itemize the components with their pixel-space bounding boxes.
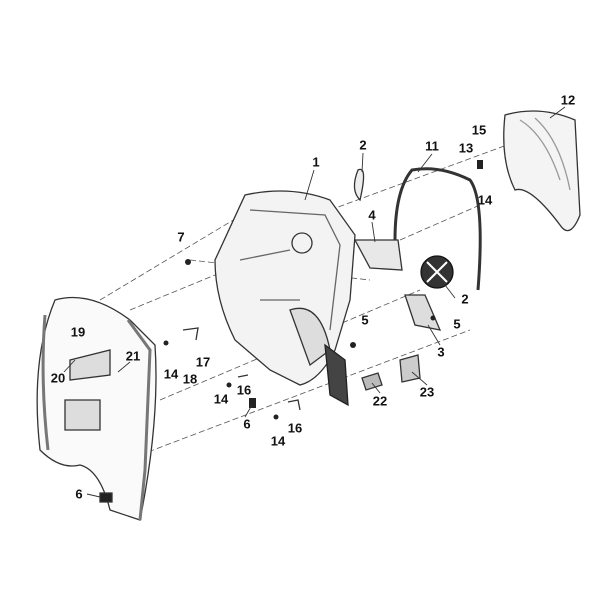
callout-13: 13 bbox=[458, 140, 474, 156]
callout-22: 22 bbox=[372, 393, 388, 409]
callout-15: 15 bbox=[471, 122, 487, 138]
glovebox-lid bbox=[353, 239, 403, 271]
callout-4: 4 bbox=[368, 207, 376, 223]
seal-strip bbox=[393, 167, 482, 291]
callout-20: 20 bbox=[50, 370, 66, 386]
knob bbox=[361, 372, 383, 391]
callout-2: 2 bbox=[359, 137, 367, 153]
callout-14: 14 bbox=[163, 366, 179, 382]
callout-1: 1 bbox=[312, 154, 320, 170]
callout-11: 11 bbox=[425, 138, 439, 154]
callout-14: 14 bbox=[477, 192, 493, 208]
callout-16: 16 bbox=[287, 420, 303, 436]
callout-14: 14 bbox=[213, 391, 229, 407]
clip bbox=[99, 492, 113, 503]
callout-5: 5 bbox=[453, 316, 461, 332]
lens bbox=[353, 168, 365, 202]
bracket bbox=[404, 294, 442, 331]
callout-2: 2 bbox=[461, 291, 469, 307]
callout-5: 5 bbox=[361, 312, 369, 328]
callout-14: 14 bbox=[270, 433, 286, 449]
leader-lines bbox=[63, 106, 566, 498]
callout-19: 19 bbox=[70, 324, 86, 340]
callout-12: 12 bbox=[560, 92, 576, 108]
callout-6: 6 bbox=[243, 416, 251, 432]
callout-16: 16 bbox=[236, 382, 252, 398]
ignition-hole bbox=[291, 232, 313, 254]
callout-3: 3 bbox=[437, 344, 445, 360]
rear-cover bbox=[503, 110, 581, 232]
connector bbox=[399, 354, 421, 383]
fasteners bbox=[163, 160, 483, 420]
callout-18: 18 bbox=[182, 371, 198, 387]
callout-6: 6 bbox=[75, 486, 83, 502]
callout-21: 21 bbox=[125, 348, 141, 364]
callout-23: 23 bbox=[419, 384, 435, 400]
callout-7: 7 bbox=[177, 229, 185, 245]
callout-17: 17 bbox=[195, 354, 211, 370]
